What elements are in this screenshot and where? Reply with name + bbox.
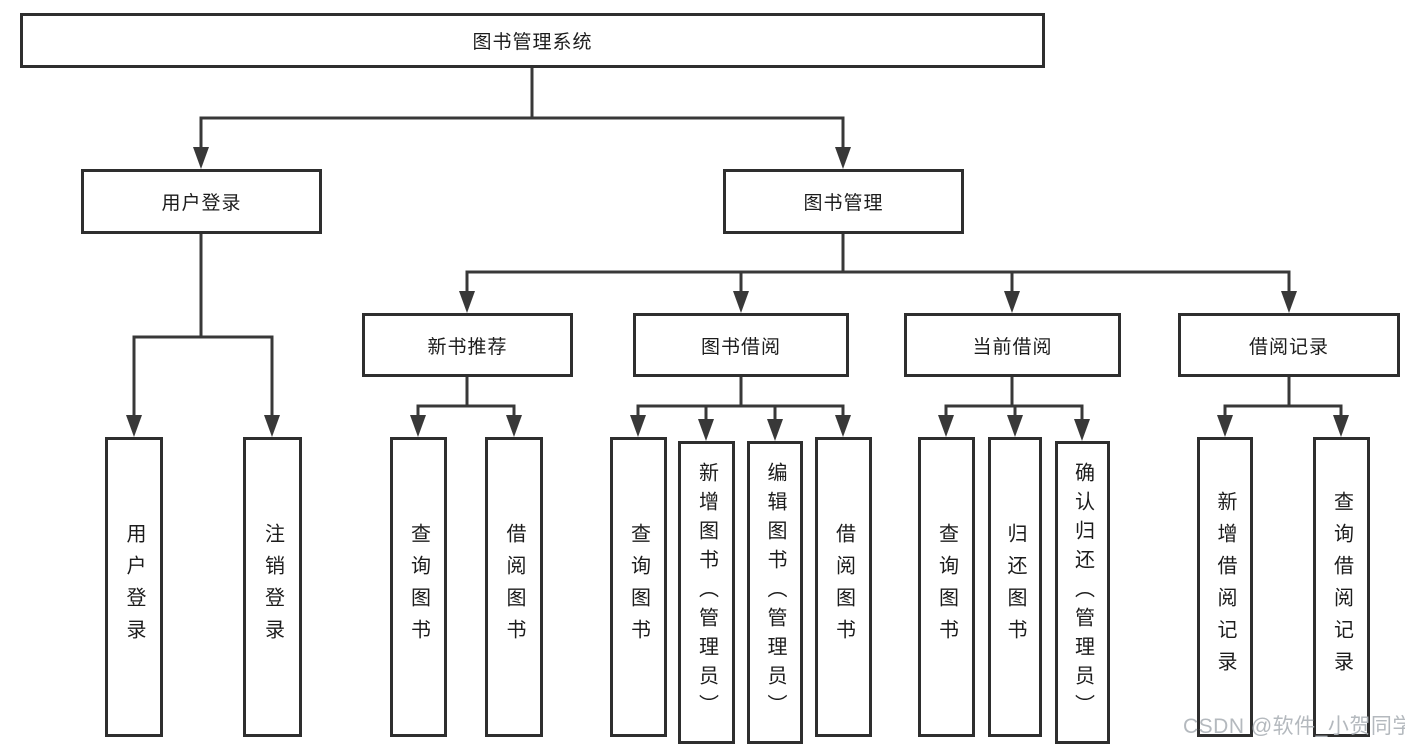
node-book-borrowing-label: 图书借阅 [700,336,781,358]
edge-user-login-to-leaves [132,232,274,417]
node-current-borrowing-label: 当前借阅 [972,336,1053,358]
leaf-confirm-return-admin-label: 确认归还（管理员） [1071,462,1094,723]
leaf-logout-label: 注销登录 [261,523,284,651]
edge-borrowing-records-to-leaves [1223,375,1343,417]
node-current-borrowing: 当前借阅 [904,313,1121,377]
leaf-add-borrow-record: 新增借阅记录 [1197,437,1253,737]
node-root: 图书管理系统 [20,13,1045,68]
node-user-login: 用户登录 [81,169,322,234]
leaf-query-books-borrowing-label: 查询图书 [627,523,650,651]
leaf-edit-book-admin-label: 编辑图书（管理员） [764,462,786,723]
leaf-query-books-recommend-label: 查询图书 [407,523,430,651]
node-new-book-recommend-label: 新书推荐 [427,336,508,358]
leaf-query-books-current-label: 查询图书 [935,523,958,651]
node-book-management-label: 图书管理 [803,193,884,214]
leaf-user-login-label: 用户登录 [123,523,145,651]
edge-book-borrowing-to-leaves [636,375,845,421]
leaf-add-book-admin-label: 新增图书（管理员） [695,462,718,723]
csdn-watermark: CSDN @软件_小贺同学 [1183,715,1405,738]
leaf-return-books: 归还图书 [988,437,1042,737]
edge-new-book-recommend-to-leaves [416,375,516,417]
node-book-borrowing: 图书借阅 [633,313,849,377]
leaf-query-borrow-record: 查询借阅记录 [1313,437,1370,737]
node-new-book-recommend: 新书推荐 [362,313,573,377]
leaf-borrow-books-recommend-label: 借阅图书 [503,523,525,651]
edge-book-management-to-level2 [465,232,1291,293]
leaf-user-login: 用户登录 [105,437,163,737]
leaf-borrow-books-borrowing: 借阅图书 [815,437,872,737]
leaf-borrow-books-recommend: 借阅图书 [485,437,543,737]
leaf-query-books-borrowing: 查询图书 [610,437,667,737]
leaf-confirm-return-admin: 确认归还（管理员） [1055,441,1110,744]
node-user-login-label: 用户登录 [161,193,242,214]
leaf-add-borrow-record-label: 新增借阅记录 [1214,491,1236,683]
leaf-query-borrow-record-label: 查询借阅记录 [1330,491,1353,683]
arrowheads [126,147,1349,441]
edge-current-borrowing-to-leaves [944,375,1084,421]
leaf-borrow-books-borrowing-label: 借阅图书 [832,523,855,651]
leaf-edit-book-admin: 编辑图书（管理员） [747,441,803,744]
leaf-return-books-label: 归还图书 [1004,523,1026,651]
node-root-label: 图书管理系统 [472,32,593,53]
leaf-add-book-admin: 新增图书（管理员） [678,441,735,744]
node-book-management: 图书管理 [723,169,964,234]
leaf-query-books-current: 查询图书 [918,437,975,737]
node-borrowing-records: 借阅记录 [1178,313,1400,377]
edge-root-to-level1 [199,66,845,149]
node-borrowing-records-label: 借阅记录 [1248,336,1329,358]
leaf-logout: 注销登录 [243,437,302,737]
leaf-query-books-recommend: 查询图书 [390,437,447,737]
